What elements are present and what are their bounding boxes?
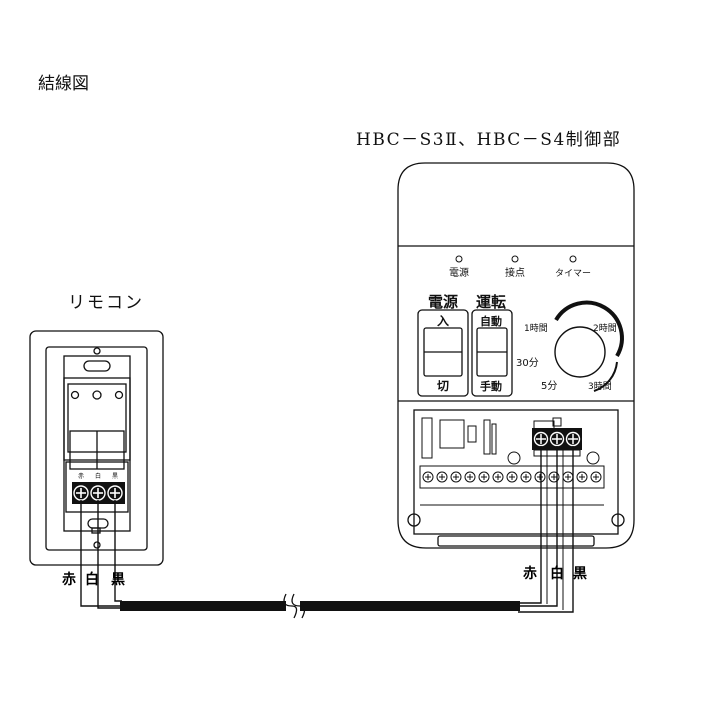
mode-switch (471, 309, 513, 397)
remote-term-label-red: 赤 (78, 473, 84, 480)
remote-outer-plate (29, 330, 164, 566)
remote-inner-plate (45, 346, 148, 551)
strip-screw (464, 471, 476, 483)
unit-wire-black (518, 446, 574, 613)
strip-screw (450, 471, 462, 483)
wires (80, 446, 574, 613)
remote-wire-red (80, 500, 122, 607)
diagram-title: 結線図 (38, 74, 89, 94)
unit-mount-right (611, 513, 625, 527)
remote-hole-right (114, 390, 124, 400)
remote-hole-center (92, 390, 102, 400)
remote-control (29, 330, 164, 566)
remote-bottom-tab (91, 527, 101, 534)
strip-screw (576, 471, 588, 483)
remote-screw-bottom (93, 541, 101, 549)
unit-terminal-compartment (413, 409, 619, 535)
wire-label-red-left: 赤 (62, 572, 76, 588)
timer-led-icon (569, 255, 577, 263)
power-switch-on: 入 (437, 314, 449, 328)
strip-screw (534, 471, 546, 483)
wire-label-white-left: 白 (85, 572, 99, 588)
timer-mark-5m: 5分 (541, 380, 557, 392)
timer-knob (554, 326, 606, 378)
strip-screw (478, 471, 490, 483)
strip-screw (492, 471, 504, 483)
unit-mount-left (407, 513, 421, 527)
unit-wire-white (518, 446, 558, 607)
unit-wire-red (518, 446, 542, 604)
wire-label-red-right: 赤 (523, 566, 537, 582)
power-switch-off: 切 (437, 379, 449, 393)
strip-screw (436, 471, 448, 483)
timer-mark-3h: 3時間 (588, 381, 612, 392)
indicator-label-timer: タイマー (555, 268, 591, 279)
cable-break-mark-right (291, 593, 306, 619)
timer-mark-1h: 1時間 (524, 323, 548, 334)
unit-housing (397, 162, 635, 549)
indicator-label-contact: 接点 (505, 266, 525, 279)
wire-label-black-left: 黒 (111, 572, 125, 588)
indicator-label-power: 電源 (449, 266, 469, 279)
power-led-icon (455, 255, 463, 263)
strip-screw (548, 471, 560, 483)
strip-screw (520, 471, 532, 483)
mode-switch-title: 運転 (476, 293, 506, 311)
contact-led-icon (511, 255, 519, 263)
remote-term-label-black: 黒 (112, 473, 118, 480)
timer-mark-30m: 30分 (516, 357, 539, 369)
indicator-leds (455, 255, 577, 263)
timer-dial (554, 300, 624, 392)
main-terminal-strip (419, 465, 605, 506)
cable-break-mark-left (283, 593, 298, 619)
remote-term-label-white: 白 (95, 472, 101, 480)
mode-switch-manual: 手動 (480, 379, 502, 393)
wire-label-white-right: 白 (550, 566, 564, 582)
cable (120, 593, 520, 619)
strip-screw (590, 471, 602, 483)
remote-terminal-block (65, 461, 129, 513)
timer-mark-2h: 2時間 (593, 323, 617, 334)
power-switch-title: 電源 (428, 293, 458, 311)
control-unit-label: HBC－S3Ⅱ、HBC－S4制御部 (356, 130, 622, 150)
strip-screw (506, 471, 518, 483)
remote-label: リモコン (68, 293, 144, 313)
mode-switch-auto: 自動 (480, 314, 502, 328)
unit-bottom-foot (437, 535, 595, 547)
remote-screw-top (93, 347, 101, 355)
remote-hole-left (70, 390, 80, 400)
control-unit (397, 162, 635, 549)
strip-screw (422, 471, 434, 483)
wire-label-black-right: 黒 (573, 566, 587, 582)
remote-wire-black (114, 500, 122, 602)
remote-wire-white (97, 500, 122, 609)
power-switch (417, 309, 469, 397)
unit-remote-terminal (532, 428, 582, 457)
remote-top-slot (83, 360, 111, 372)
remote-terminals: 赤 白 黒 (72, 472, 125, 504)
